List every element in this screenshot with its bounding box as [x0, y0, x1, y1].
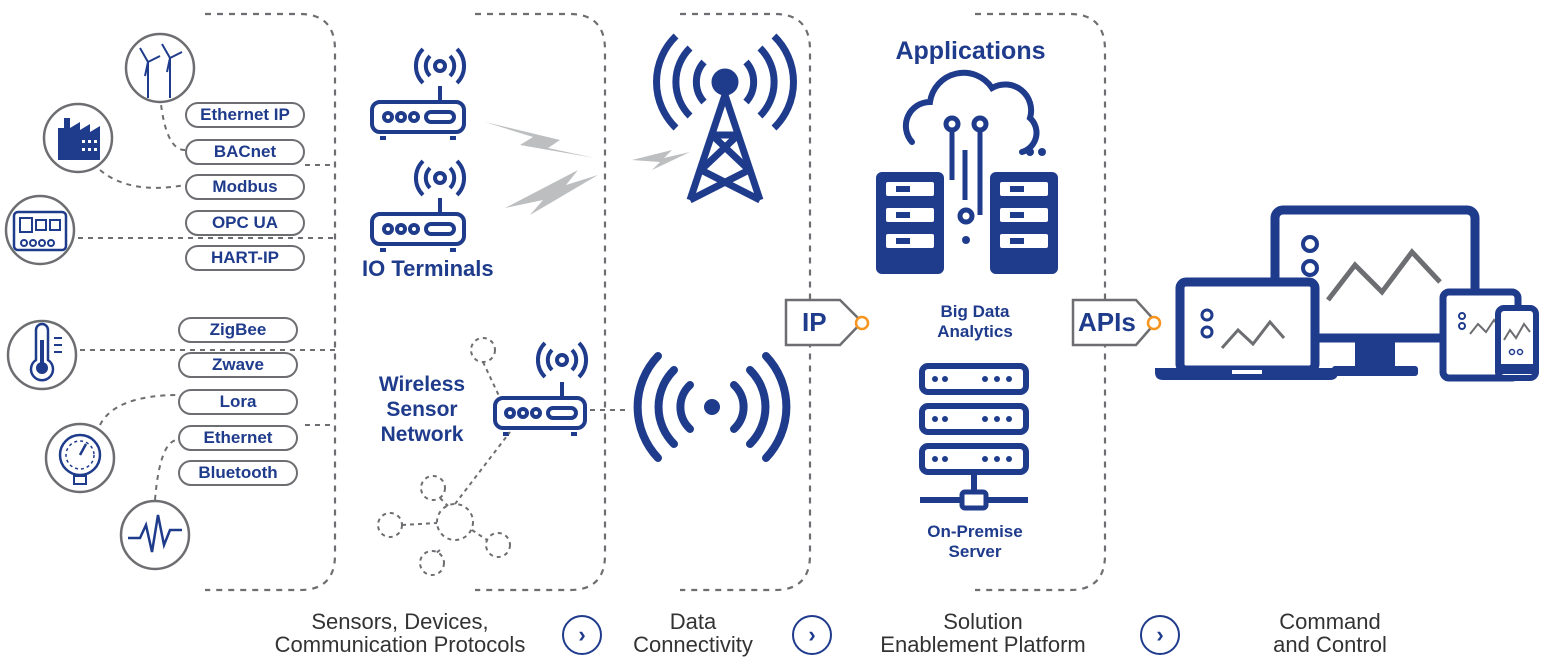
section-boundary-connectivity	[680, 12, 812, 592]
big-data-analytics-label: Big Data Analytics	[910, 302, 1040, 343]
control-panel-icon	[4, 194, 76, 266]
router-icon	[493, 341, 589, 436]
laptop-icon	[1155, 277, 1338, 380]
wireless-label-line-1: Wireless	[378, 373, 466, 396]
on-premise-line-2: Server	[948, 542, 1002, 562]
ip-tag-label: IP	[802, 307, 827, 337]
server-rack-icon	[919, 363, 1029, 511]
factory-icon	[42, 102, 114, 174]
sensor-network-nodes	[377, 337, 511, 576]
apis-tag-label: APIs	[1078, 307, 1136, 337]
io-terminals-label: IO Terminals	[362, 256, 494, 281]
protocol-pill-bacnet: BACnet	[185, 139, 305, 165]
protocol-pill-ethernet: Ethernet	[178, 425, 298, 451]
stage-connectivity-line-2: Connectivity	[633, 632, 753, 658]
thermometer-icon	[6, 319, 78, 391]
protocol-pill-opc-ua: OPC UA	[185, 210, 305, 236]
ip-tag	[784, 298, 870, 347]
apis-tag	[1071, 298, 1162, 347]
protocol-pill-ethernet-ip: Ethernet IP	[185, 102, 305, 128]
stage-label-platform: Solution Enablement Platform	[858, 610, 1108, 656]
desktop-monitor-icon	[1270, 205, 1480, 376]
protocol-pill-bluetooth: Bluetooth	[178, 460, 298, 486]
big-data-line-1: Big Data	[940, 302, 1010, 321]
protocol-pill-zwave: Zwave	[178, 352, 298, 378]
wind-turbine-icon	[124, 32, 196, 104]
stage-label-sensors: Sensors, Devices, Communication Protocol…	[255, 610, 545, 656]
connector-lines	[78, 94, 625, 501]
stage-platform-line-1: Solution	[943, 609, 1023, 634]
wireless-label-line-3: Network	[380, 423, 464, 447]
stage-sensors-line-1: Sensors, Devices,	[311, 609, 489, 634]
section-boundary-terminals	[475, 12, 607, 592]
wireless-sensor-network-label: Wireless Sensor Network	[362, 372, 482, 448]
stage-command-line-1: Command	[1279, 609, 1381, 634]
protocol-pill-modbus: Modbus	[185, 174, 305, 200]
chevron-right-icon: ›	[562, 615, 602, 655]
stage-command-line-2: and Control	[1273, 632, 1387, 658]
on-premise-server-label: On-Premise Server	[910, 522, 1040, 563]
protocol-pill-zigbee: ZigBee	[178, 317, 298, 343]
section-boundary-platform	[975, 12, 1107, 592]
chevron-right-icon: ›	[792, 615, 832, 655]
pressure-gauge-icon	[44, 422, 116, 494]
router-icon	[370, 47, 467, 140]
smartphone-icon	[1495, 305, 1539, 381]
router-icon	[370, 159, 467, 252]
wireless-signal-icon	[633, 352, 791, 462]
stage-connectivity-line-1: Data	[669, 609, 717, 634]
chevron-right-icon: ›	[1140, 615, 1180, 655]
stage-sensors-line-2: Communication Protocols	[274, 632, 526, 658]
section-boundaries	[205, 12, 1107, 592]
protocol-pill-lora: Lora	[178, 389, 298, 415]
pulse-wave-icon	[119, 499, 191, 571]
cloud-server-icon	[876, 69, 1058, 274]
big-data-line-2: Analytics	[937, 322, 1013, 342]
protocol-pill-hart-ip: HART-IP	[185, 245, 305, 271]
stage-label-connectivity: Data Connectivity	[618, 610, 768, 656]
stage-platform-line-2: Enablement Platform	[880, 632, 1086, 658]
section-boundary-sensors	[205, 12, 337, 592]
on-premise-line-1: On-Premise	[927, 522, 1023, 541]
wireless-label-line-2: Sensor	[386, 398, 458, 422]
stage-label-command: Command and Control	[1245, 610, 1415, 656]
applications-label: Applications	[895, 37, 1046, 65]
cell-tower-icon	[653, 33, 797, 204]
lightning-icon	[485, 122, 690, 215]
